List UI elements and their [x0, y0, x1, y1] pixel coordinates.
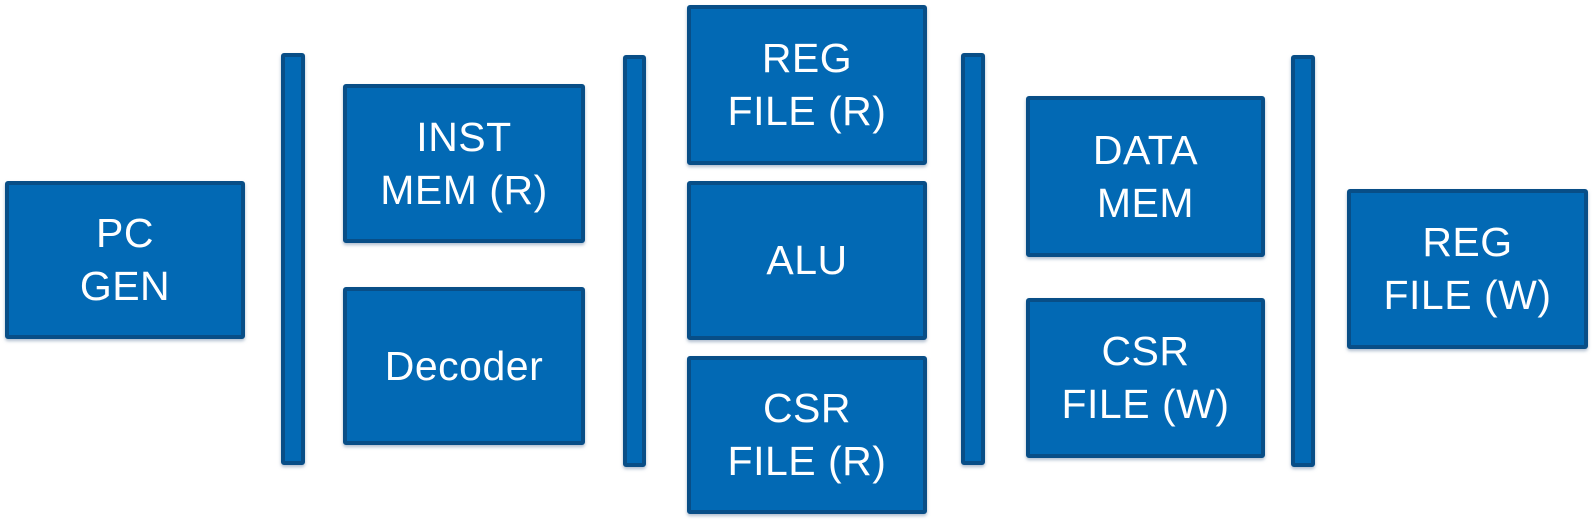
- block-alu-label: ALU: [766, 237, 848, 283]
- block-data-mem-label: DATA MEM: [1092, 126, 1199, 226]
- block-pc-gen: PC GEN: [5, 181, 245, 339]
- block-csr-file-r: CSR FILE (R): [687, 356, 927, 514]
- block-inst-mem-r-label: INST MEM (R): [380, 113, 548, 213]
- block-pc-gen-label: PC GEN: [79, 210, 171, 309]
- block-inst-mem-r: INST MEM (R): [343, 84, 585, 243]
- block-decoder-label: Decoder: [384, 342, 544, 389]
- block-reg-file-r-label: REG FILE (R): [727, 35, 887, 134]
- pipeline-register-bar-3: [961, 53, 985, 465]
- block-data-mem: DATA MEM: [1026, 96, 1265, 257]
- block-alu: ALU: [687, 181, 927, 340]
- block-decoder: Decoder: [343, 287, 585, 445]
- pipeline-register-bar-4: [1291, 55, 1315, 467]
- block-reg-file-w-label: REG FILE (W): [1383, 219, 1552, 318]
- pipeline-register-bar-1: [281, 53, 305, 465]
- block-csr-file-w-label: CSR FILE (W): [1061, 328, 1230, 427]
- block-csr-file-w: CSR FILE (W): [1026, 298, 1265, 458]
- block-reg-file-r: REG FILE (R): [687, 5, 927, 165]
- pipeline-register-bar-2: [623, 55, 646, 467]
- block-csr-file-r-label: CSR FILE (R): [727, 385, 887, 484]
- block-reg-file-w: REG FILE (W): [1347, 189, 1588, 349]
